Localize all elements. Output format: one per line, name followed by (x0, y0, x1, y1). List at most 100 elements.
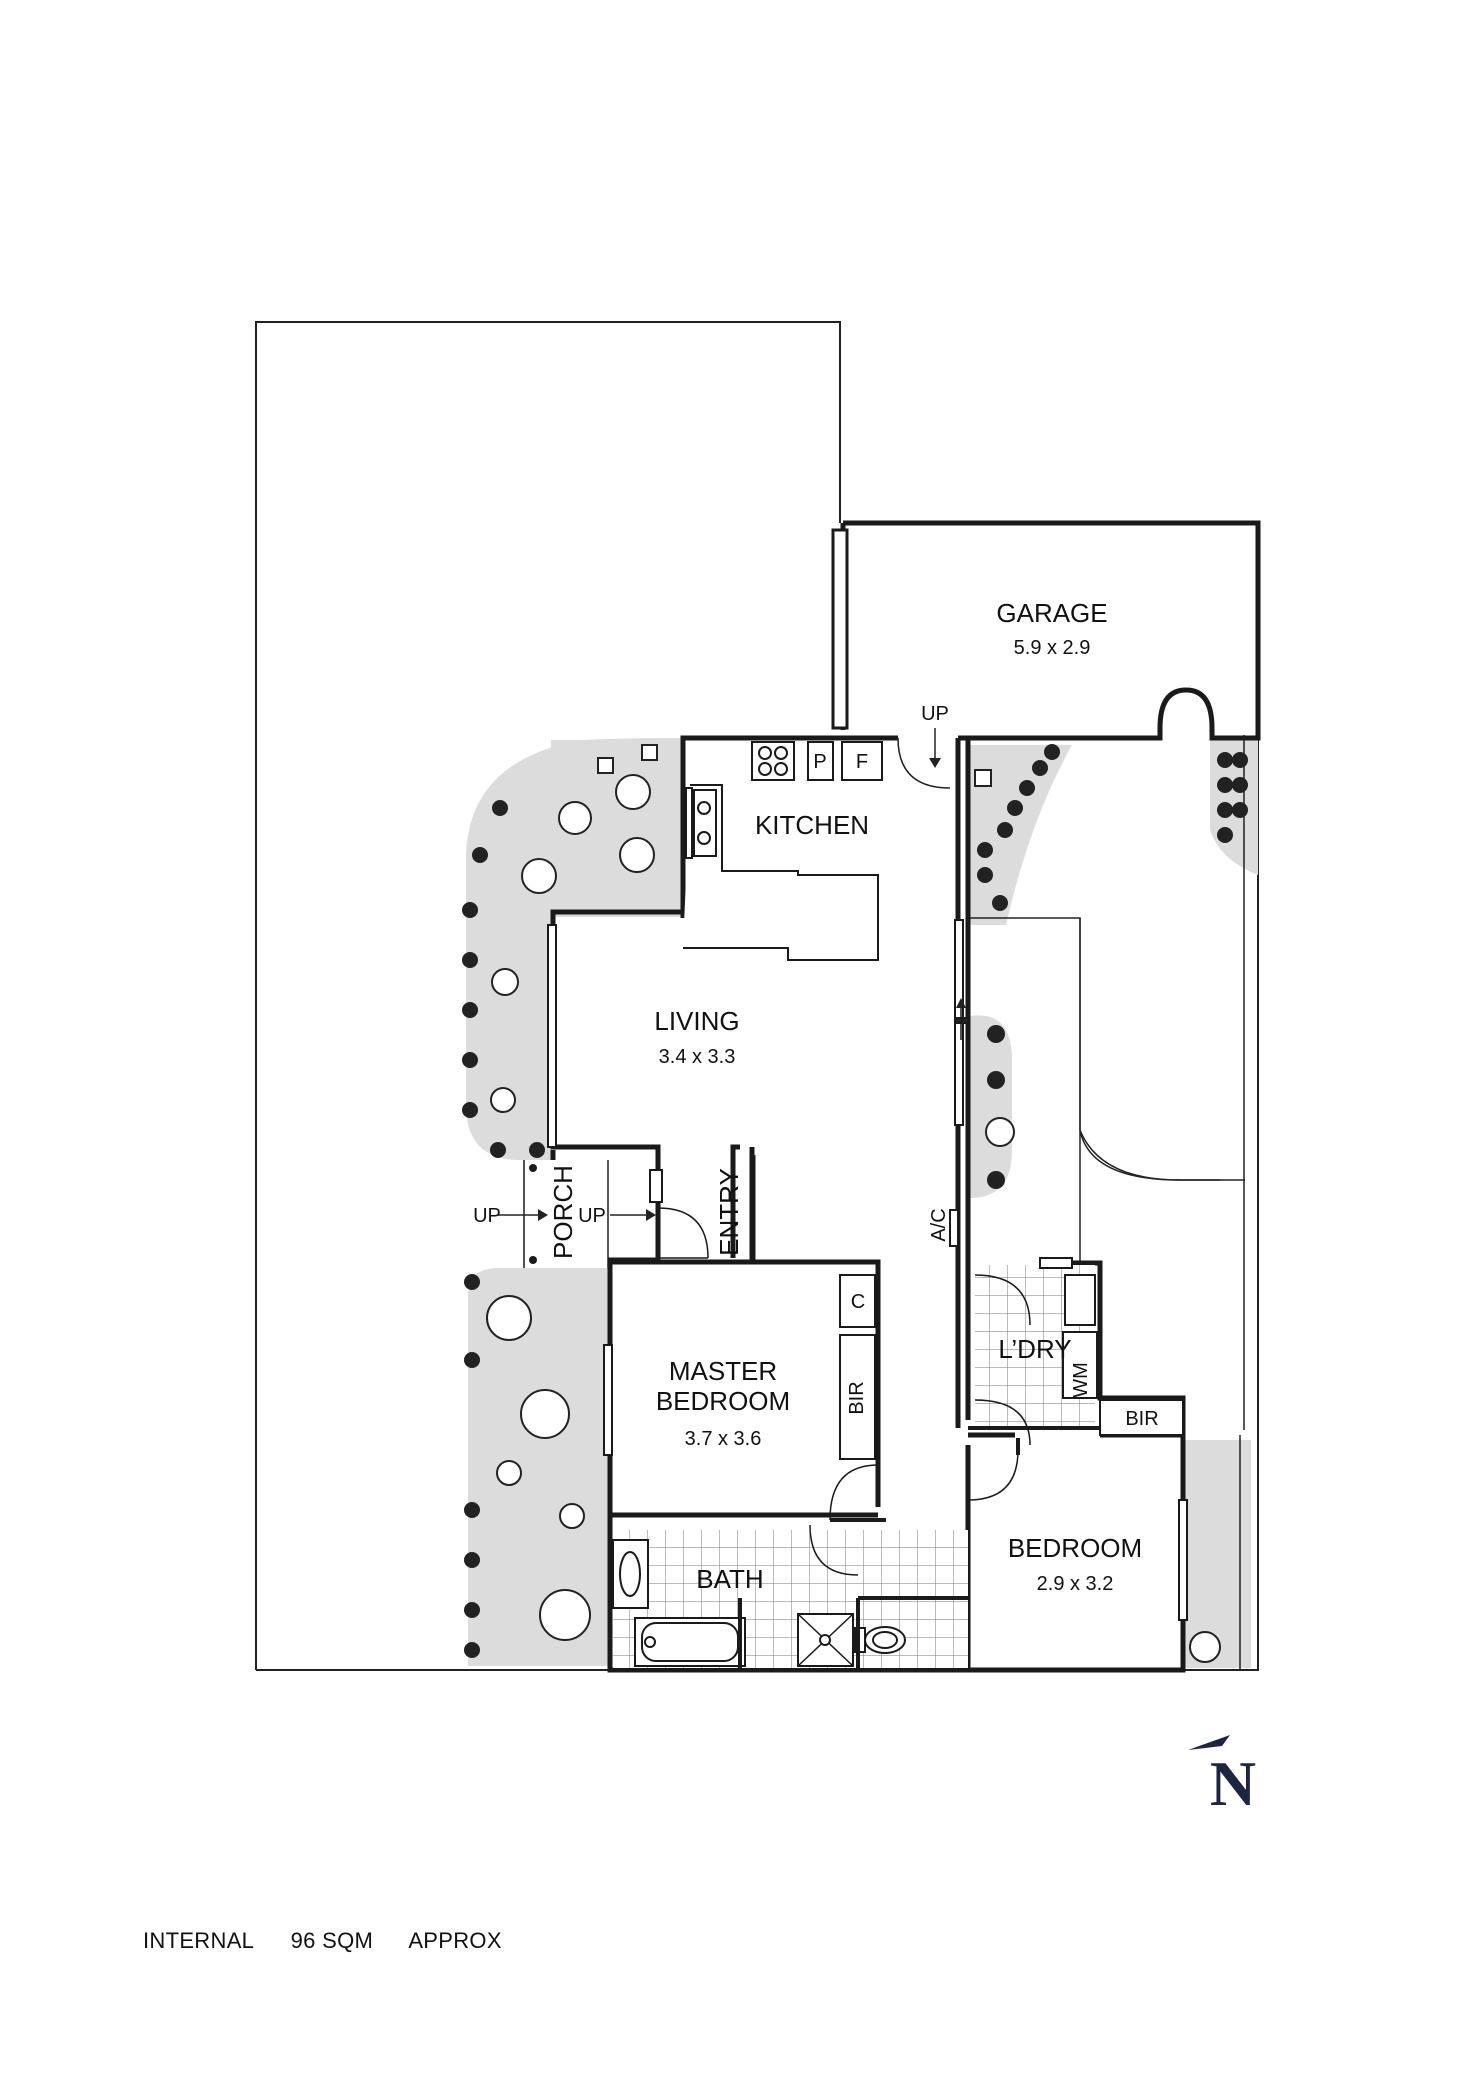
shrub-icon (462, 1102, 478, 1118)
shrub-icon (977, 842, 993, 858)
shrub-icon (1217, 777, 1233, 793)
living-label: LIVING (654, 1006, 739, 1036)
shrub-icon (997, 822, 1013, 838)
laundry-window (1039, 1257, 1073, 1269)
entry-label: ENTRY (714, 1168, 744, 1256)
cooktop (751, 741, 795, 781)
kitchen-fittings (683, 741, 883, 961)
tree-icon (491, 968, 519, 996)
garden-bed-west (468, 1268, 608, 1666)
shrub-icon (1032, 760, 1048, 776)
tree-icon (985, 1117, 1015, 1147)
bedroom-fittings (967, 1438, 1188, 1621)
garage-door (831, 528, 849, 730)
room-labels: GARAGE 5.9 x 2.9 KITCHEN LIVING 3.4 x 3.… (548, 598, 1142, 1595)
lot-boundary (255, 321, 841, 1670)
shrub-icon (490, 1142, 506, 1158)
cooktop-burner (774, 762, 788, 776)
shrub-icon (464, 1552, 480, 1568)
cooktop-burner (774, 746, 788, 760)
shrub-icon (464, 1352, 480, 1368)
garden-bed-east-mid (970, 1015, 1012, 1198)
driveway-edge (1079, 918, 1245, 1181)
laundry-trough (1064, 1274, 1096, 1326)
window-master (603, 1344, 613, 1456)
shrub-icon (464, 1642, 480, 1658)
fridge-label: F (856, 751, 868, 773)
shrub-icon (529, 1142, 545, 1158)
garden-pots (597, 744, 992, 787)
shrub-icon (462, 1002, 478, 1018)
area-summary-value: 96 SQM (290, 1928, 374, 1953)
tree-icon (559, 1503, 585, 1529)
area-summary-qualifier: APPROX (408, 1928, 502, 1953)
basin (619, 1551, 641, 1597)
shrub-icon (992, 895, 1008, 911)
sink (693, 789, 717, 857)
porch-label: PORCH (548, 1165, 578, 1259)
garage-dims: 5.9 x 2.9 (1014, 637, 1091, 659)
sink-drain (697, 831, 711, 845)
master-bir-label: BIR (846, 1381, 868, 1414)
bedroom-label: BEDROOM (1008, 1533, 1142, 1563)
shrub-icon (464, 1502, 480, 1518)
tree-icon (520, 1389, 570, 1439)
master-label-line2: BEDROOM (656, 1386, 790, 1416)
window-living-west (547, 924, 557, 1148)
sink-drain (697, 801, 711, 815)
shrub-icon (1019, 780, 1035, 796)
entry-door-swing (657, 1207, 709, 1259)
area-summary: INTERNAL 96 SQM APPROX (143, 1928, 532, 1954)
north-letter: N (1210, 1748, 1256, 1819)
up-label-porch: UP (578, 1205, 606, 1227)
bedroom-bir (1099, 1399, 1184, 1436)
laundry-door-swing-lower (974, 1399, 1031, 1446)
tree-icon (486, 1295, 532, 1341)
sliding-door-marker (954, 1017, 970, 1024)
living-dims: 3.4 x 3.3 (659, 1046, 736, 1068)
pantry (807, 741, 834, 781)
shrub-icon (462, 1052, 478, 1068)
cooktop-burner (758, 762, 772, 776)
garden-bed-northeast (970, 745, 1072, 925)
up-label-garage: UP (921, 703, 949, 725)
wm-label: WM (1070, 1362, 1092, 1398)
fridge (841, 741, 883, 781)
garden-bed-southeast (1183, 1440, 1251, 1668)
master-cupboard (839, 1274, 876, 1328)
shrub-icon (464, 1274, 480, 1290)
garage (831, 520, 1261, 789)
shrub-icon (1217, 802, 1233, 818)
cupboard-label: C (851, 1291, 865, 1313)
kitchen-bench (683, 784, 879, 961)
shrub-icon (472, 847, 488, 863)
shrub-icon (1007, 800, 1023, 816)
bath-fittings (612, 1524, 968, 1670)
washing-machine (1062, 1331, 1098, 1399)
bathtub-inner (641, 1622, 739, 1662)
shrub-icon (987, 1071, 1005, 1089)
shrub-icon (1232, 802, 1248, 818)
north-arrow-icon (1188, 1735, 1230, 1750)
shrubs (462, 744, 1248, 1658)
pot-icon (597, 757, 614, 774)
master-door-swing (829, 1464, 879, 1521)
living-fittings (547, 919, 970, 1262)
shrub-icon (1232, 752, 1248, 768)
bedroom-door-swing (967, 1449, 1019, 1501)
shrub-icon (1044, 744, 1060, 760)
bedroom-dims: 2.9 x 3.2 (1037, 1573, 1114, 1595)
shrub-icon (1217, 752, 1233, 768)
north-compass: N (1188, 1735, 1256, 1819)
master-bedroom-fittings (603, 1274, 886, 1522)
ac-label: A/C (928, 1208, 950, 1241)
garage-wall (843, 520, 1261, 741)
air-conditioner (949, 1209, 959, 1247)
tree-icon (539, 1589, 591, 1641)
porch (498, 1160, 656, 1268)
shrub-icon (987, 1171, 1005, 1189)
shrub-icon (1232, 777, 1248, 793)
cooktop-burner (758, 746, 772, 760)
pantry-label: P (813, 751, 826, 773)
bath-label: BATH (696, 1564, 763, 1594)
